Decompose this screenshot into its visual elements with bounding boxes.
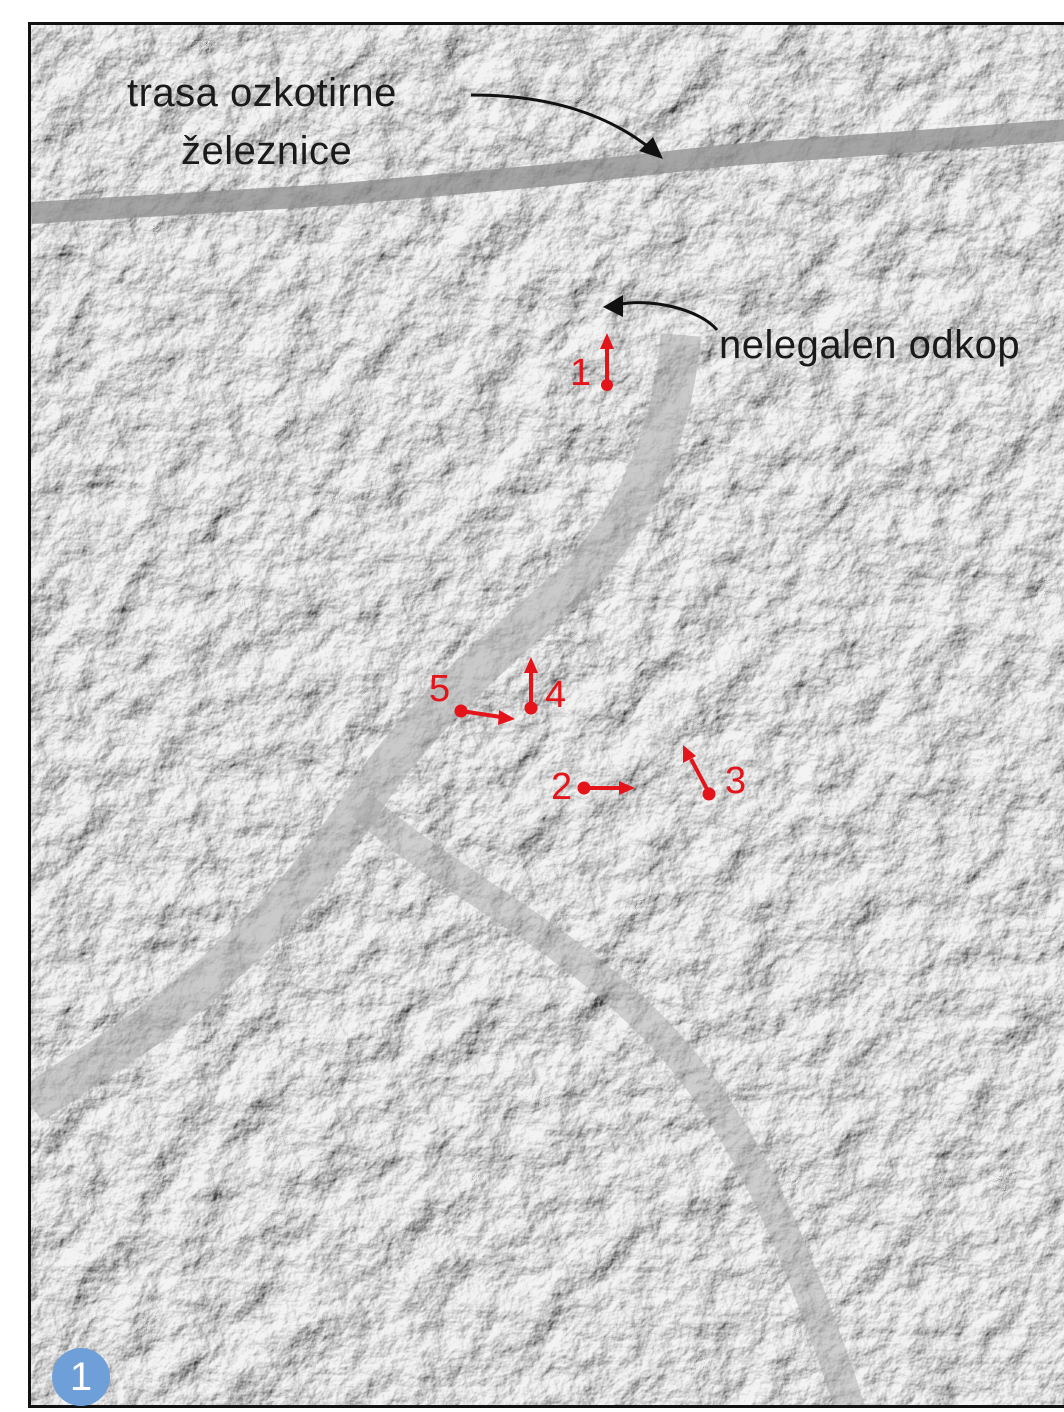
viewpoint-number-1: 1 [570,352,592,394]
viewpoint-number-5: 5 [429,668,451,710]
railway-label-line1: trasa ozkotirne [127,71,397,115]
viewpoint-marker-4 [524,657,538,715]
excavation-pointer-line [615,301,719,331]
viewpoint-marker-5 [454,704,515,725]
valley-channel [31,333,701,1122]
relief-texture [31,25,1064,1405]
railway-label-line2: železnice [181,129,353,173]
figure-number-badge: 1 [52,1348,110,1406]
viewpoint-number-3: 3 [725,760,747,802]
viewpoint-number-2: 2 [551,766,573,808]
excavation-label: nelegalen odkop [719,323,1021,367]
shaded-relief-map: trasa ozkotirne železnice nelegalen odko… [28,22,1064,1408]
viewpoint-marker-1 [600,333,614,391]
terrain-hillshade [31,25,1064,1405]
side-valley [351,793,865,1405]
viewpoint-marker-3 [683,745,716,801]
railway-pointer-line [470,93,657,155]
railway-track [31,119,1064,224]
railway-arrowhead [639,137,663,159]
viewpoint-marker-2 [577,781,635,795]
excavation-arrowhead [603,295,623,317]
viewpoint-number-4: 4 [545,674,567,716]
